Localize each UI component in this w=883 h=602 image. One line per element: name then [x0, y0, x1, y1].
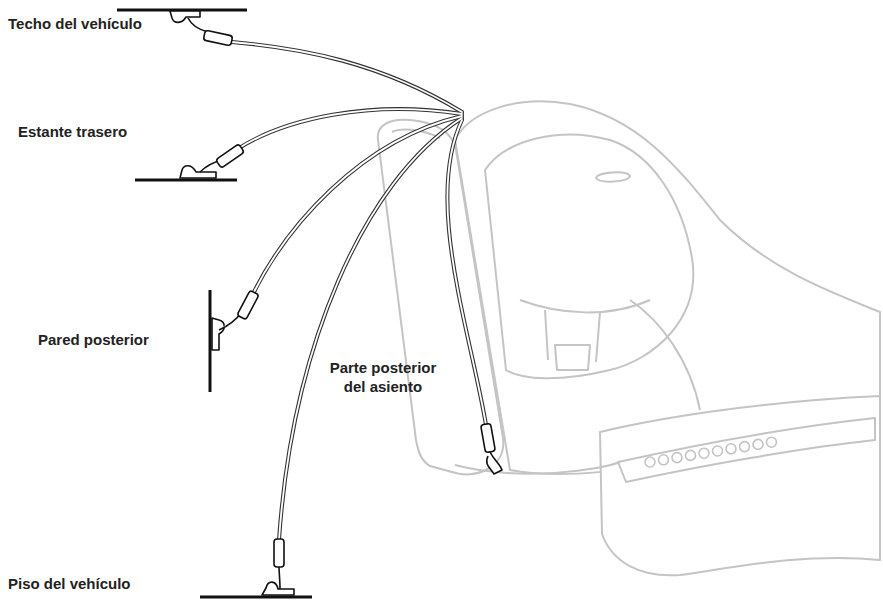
anchor-label: Estante trasero	[18, 122, 127, 141]
recline-button	[699, 448, 709, 458]
recline-button	[686, 450, 696, 460]
tether-straps	[232, 42, 486, 540]
anchor-label: Parte posterior del asiento	[318, 358, 448, 396]
recline-button	[659, 455, 669, 465]
anchor-label: Piso del vehículo	[8, 574, 131, 593]
recline-button	[767, 437, 777, 447]
anchor-label: Techo del vehículo	[8, 14, 142, 33]
anchor-label: Pared posterior	[38, 330, 149, 349]
recline-button	[672, 453, 682, 463]
recline-button	[753, 439, 763, 449]
car-seat	[378, 101, 880, 575]
recline-button	[645, 457, 655, 467]
anchor-points	[117, 10, 502, 597]
recline-button	[726, 444, 736, 454]
recline-button	[740, 442, 750, 452]
recline-button	[713, 446, 723, 456]
recline-buttons	[645, 437, 777, 467]
